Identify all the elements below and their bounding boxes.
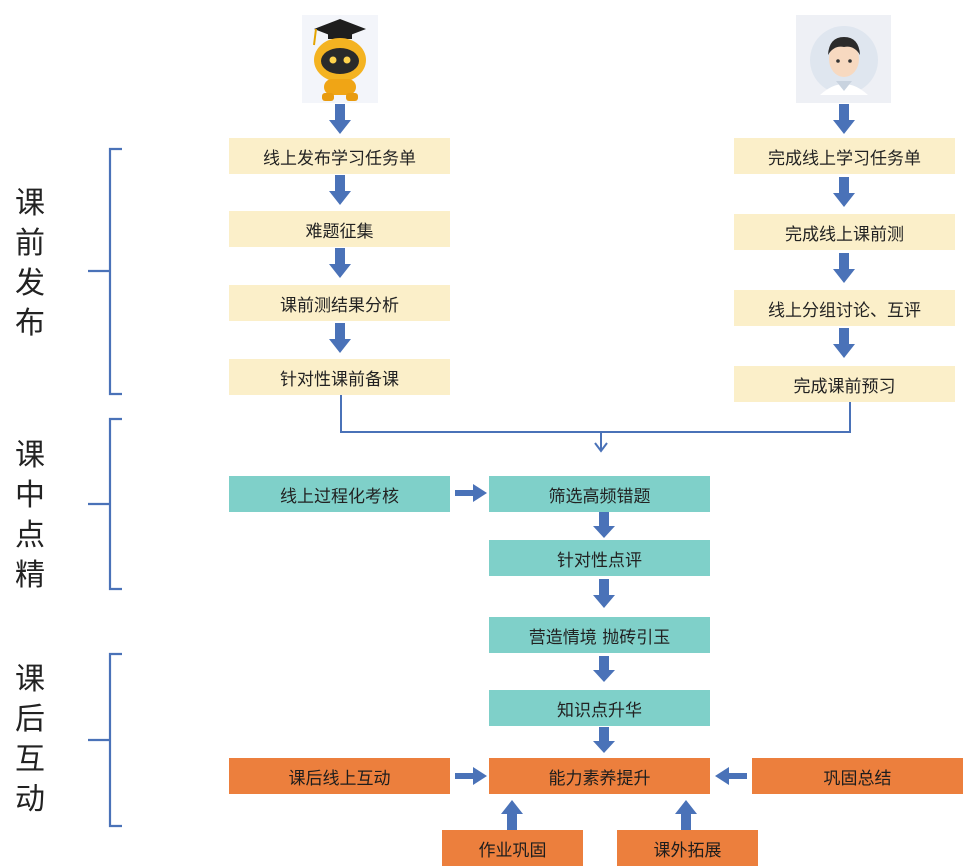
teacher-step-1: 线上发布学习任务单 — [229, 138, 450, 174]
arrow-down — [329, 175, 351, 205]
in-class-step-1: 筛选高频错题 — [489, 476, 710, 512]
arrow-up — [501, 800, 523, 830]
teacher-step-3: 课前测结果分析 — [229, 285, 450, 321]
arrow-down — [329, 248, 351, 278]
arrow-down — [833, 177, 855, 207]
consolidation-summary: 巩固总结 — [752, 758, 963, 794]
arrow-down — [833, 253, 855, 283]
student-step-2: 完成线上课前测 — [734, 214, 955, 250]
phase-label-after-class: 课后互动 — [15, 662, 45, 817]
ability-improvement: 能力素养提升 — [489, 758, 710, 794]
bracket-pre-class — [88, 147, 122, 396]
merge-connector — [340, 394, 851, 433]
in-class-step-4: 知识点升华 — [489, 690, 710, 726]
online-process-assessment: 线上过程化考核 — [229, 476, 450, 512]
arrow-down — [593, 579, 615, 608]
student-step-3: 线上分组讨论、互评 — [734, 290, 955, 326]
arrow-up — [675, 800, 697, 830]
arrow-down — [833, 104, 855, 134]
in-class-step-3: 营造情境 抛砖引玉 — [489, 617, 710, 653]
phase-label-in-class: 课中点精 — [15, 438, 45, 593]
bracket-after-class — [88, 652, 122, 828]
teacher-step-4: 针对性课前备课 — [229, 359, 450, 395]
student-avatar-icon — [796, 15, 891, 103]
student-step-4: 完成课前预习 — [734, 366, 955, 402]
arrow-left — [715, 767, 747, 785]
arrow-down — [833, 328, 855, 358]
arrow-right — [455, 484, 487, 502]
phase-label-pre-class: 课前发布 — [15, 186, 45, 341]
after-class-online-interaction: 课后线上互动 — [229, 758, 450, 794]
arrow-down — [593, 727, 615, 753]
arrow-down — [593, 656, 615, 682]
extracurricular-extension: 课外拓展 — [617, 830, 758, 866]
in-class-step-2: 针对性点评 — [489, 540, 710, 576]
merge-arrow — [594, 432, 608, 453]
teacher-step-2: 难题征集 — [229, 211, 450, 247]
arrow-right — [455, 767, 487, 785]
arrow-down — [329, 104, 351, 134]
robot-graduate-icon — [302, 15, 378, 103]
student-step-1: 完成线上学习任务单 — [734, 138, 955, 174]
bracket-in-class — [88, 417, 122, 591]
arrow-down — [329, 323, 351, 353]
arrow-down — [593, 512, 615, 538]
homework-consolidation: 作业巩固 — [442, 830, 583, 866]
